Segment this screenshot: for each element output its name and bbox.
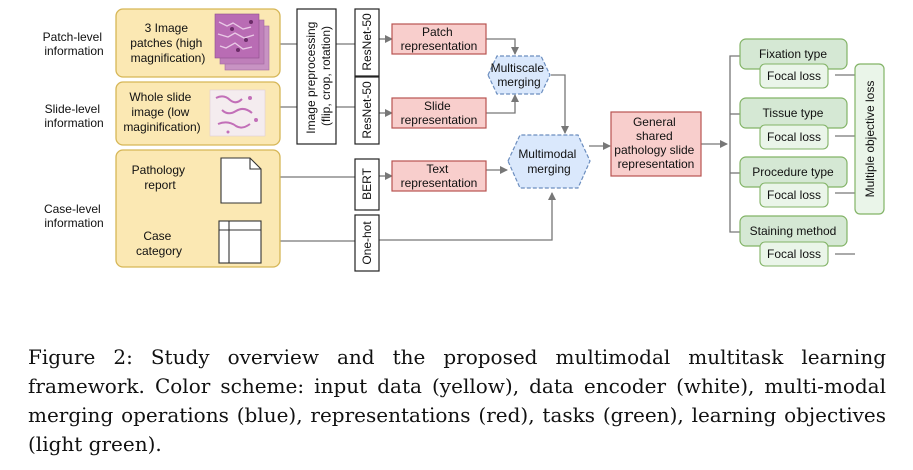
svg-text:One-hot: One-hot (360, 221, 374, 265)
patch-representation: Patch representation (391, 23, 487, 55)
pathology-report-label: Pathology report (132, 163, 189, 192)
svg-text:BERT: BERT (360, 167, 374, 199)
svg-text:Slide representation: Slide representation (401, 99, 478, 127)
svg-text:Focal loss: Focal loss (767, 130, 821, 144)
svg-text:Focal loss: Focal loss (767, 69, 821, 83)
input-patches: 3 Image patches (high magnification) (115, 8, 281, 78)
multimodal-merging: Multimodal merging (507, 134, 591, 189)
image-preprocessing: Image preprocessing (flip, crop, rotatio… (296, 8, 337, 145)
caption-text: Study overview and the proposed multimod… (28, 345, 886, 456)
framework-diagram: Patch-level information Slide-level info… (43, 8, 885, 272)
svg-text:Patch representation: Patch representation (401, 25, 478, 53)
svg-text:Focal loss: Focal loss (767, 188, 821, 202)
svg-text:Image preprocessing (fli: Image preprocessing (flip, crop, rotatio… (304, 18, 333, 133)
svg-text:Multiscale merging: Multiscale merging (491, 61, 548, 89)
svg-text:Multimodal merging: Multimodal merging (518, 147, 579, 176)
svg-text:Tissue type: Tissue type (763, 106, 824, 120)
svg-text:Focal loss: Focal loss (767, 247, 821, 261)
svg-text:Staining method: Staining method (750, 224, 837, 238)
case-level-label: Case-level information (44, 202, 104, 230)
svg-text:3 Image patches (high: 3 Image patches (high magnification) (130, 21, 205, 65)
text-representation: Text representation (391, 160, 487, 192)
svg-text:General shared pat: General shared pathology slide represent… (614, 115, 697, 171)
svg-text:Text representation: Text representation (401, 162, 478, 190)
input-whole-slide: Whole slide image (low maginification) (115, 81, 281, 146)
table-icon (218, 220, 262, 264)
svg-text:ResNet-50: ResNet-50 (360, 81, 374, 139)
encoder-onehot: One-hot (354, 214, 380, 272)
task-tissue: Tissue type Focal loss (739, 97, 848, 150)
encoder-resnet-slide: ResNet-50 (354, 76, 380, 145)
svg-text:Fixation type: Fixation type (759, 47, 827, 61)
caption-label: Figure 2: (28, 345, 133, 369)
whole-slide-image-icon (209, 89, 266, 137)
slide-level-label: Slide-level information (44, 102, 103, 130)
document-icon (220, 157, 262, 204)
patch-level-label: Patch-level information (43, 30, 106, 58)
encoder-bert: BERT (354, 158, 380, 211)
svg-text:Whole slide image (low: Whole slide image (low maginification) (123, 90, 200, 134)
multiple-objective-loss: Multiple objective loss (854, 63, 885, 215)
task-fixation: Fixation type Focal loss (739, 38, 848, 89)
figure-caption: Figure 2: Study overview and the propose… (28, 343, 886, 459)
case-category-label: Case category (136, 229, 182, 258)
svg-text:ResNet-50: ResNet-50 (360, 13, 374, 71)
encoder-resnet-patch: ResNet-50 (354, 8, 380, 77)
svg-text:Procedure type: Procedure type (752, 165, 834, 179)
patch-images-icon (214, 13, 270, 71)
task-procedure: Procedure type Focal loss (739, 156, 848, 208)
connectors (262, 35, 855, 255)
slide-representation: Slide representation (391, 97, 487, 129)
input-case-level: Pathology report Case category (115, 149, 281, 268)
shared-representation: General shared pathology slide represent… (610, 111, 702, 177)
multiscale-merging: Multiscale merging (487, 55, 551, 95)
task-staining: Staining method Focal loss (739, 215, 848, 267)
svg-text:Multiple objective loss: Multiple objective loss (863, 81, 877, 198)
